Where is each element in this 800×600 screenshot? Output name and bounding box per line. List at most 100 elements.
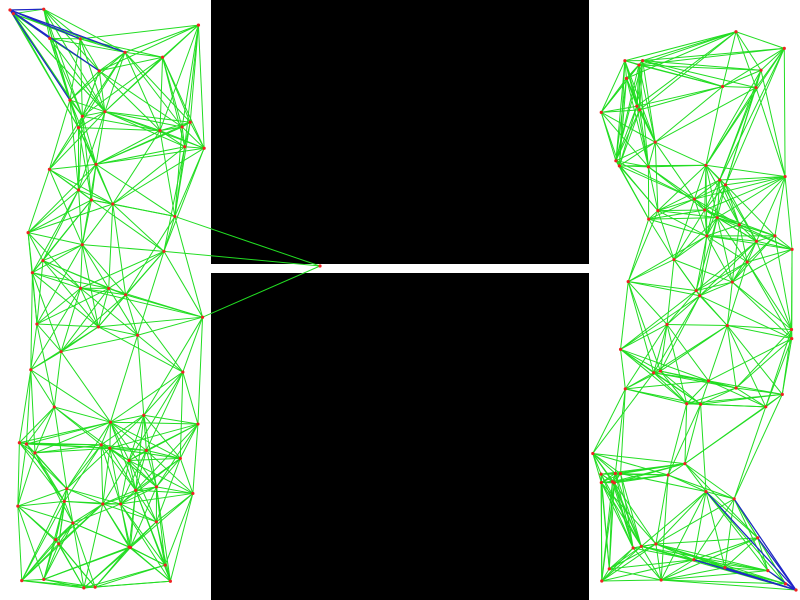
roadmap-edge	[642, 47, 785, 62]
roadmap-edge	[79, 38, 106, 112]
roadmap-edge	[17, 506, 23, 581]
roadmap-edge	[699, 281, 733, 297]
roadmap-edge	[27, 232, 44, 261]
roadmap-edge	[156, 458, 181, 488]
roadmap-edge	[592, 372, 655, 454]
roadmap-edge	[49, 37, 126, 53]
roadmap-edge	[654, 141, 707, 166]
roadmap-edge	[725, 176, 786, 186]
roadmap-edge	[716, 176, 786, 219]
roadmap-node	[782, 46, 786, 50]
roadmap-edge	[627, 259, 675, 283]
roadmap-edge	[128, 490, 137, 548]
roadmap-node	[623, 59, 627, 63]
roadmap-node	[54, 538, 58, 542]
roadmap-edge	[600, 482, 634, 549]
roadmap-edge	[699, 217, 718, 296]
roadmap-edge	[120, 503, 171, 582]
roadmap-edge	[642, 60, 757, 89]
roadmap-node	[692, 558, 696, 562]
start-fan-edge	[9, 9, 126, 53]
roadmap-node	[76, 188, 81, 192]
roadmap-node	[163, 563, 167, 567]
roadmap-node	[35, 322, 39, 326]
roadmap-node	[24, 442, 28, 446]
roadmap-edge	[684, 406, 767, 465]
roadmap-edge	[155, 486, 171, 582]
roadmap-node	[93, 585, 97, 589]
roadmap-node	[123, 50, 127, 54]
roadmap-node	[723, 566, 727, 570]
roadmap-node	[698, 402, 703, 406]
roadmap-edge	[27, 163, 97, 233]
roadmap-node	[118, 502, 123, 506]
roadmap-edge	[135, 489, 193, 494]
roadmap-edge	[163, 146, 186, 252]
roadmap-edge	[592, 453, 602, 475]
roadmap-node	[94, 162, 98, 166]
roadmap-edge	[72, 522, 96, 588]
roadmap-node	[646, 165, 651, 169]
roadmap-edge	[726, 325, 783, 395]
roadmap-edge	[124, 52, 183, 128]
roadmap-edge	[615, 160, 659, 211]
roadmap-edge	[66, 447, 111, 490]
roadmap-node	[683, 462, 687, 466]
goal-fan-edge	[693, 559, 797, 591]
roadmap-edge	[695, 235, 708, 291]
roadmap-edge	[722, 69, 762, 87]
roadmap-edge	[81, 244, 110, 289]
roadmap-edge	[722, 31, 737, 87]
roadmap-edge	[109, 423, 199, 449]
roadmap-edge	[673, 209, 706, 260]
roadmap-node	[783, 582, 788, 586]
roadmap-node	[773, 234, 777, 238]
roadmap-node	[631, 546, 635, 550]
obstacle-top	[211, 0, 589, 264]
roadmap-edge	[627, 218, 650, 282]
roadmap-edge	[783, 48, 786, 177]
roadmap-node	[42, 577, 46, 581]
roadmap-edge	[156, 486, 193, 494]
roadmap-edge	[592, 453, 615, 484]
roadmap-edge	[49, 168, 92, 201]
roadmap-edge	[705, 165, 708, 236]
roadmap-edge	[128, 423, 199, 461]
roadmap-edge	[30, 351, 62, 371]
roadmap-edge	[137, 334, 184, 373]
roadmap-node	[162, 249, 166, 253]
roadmap-edge	[706, 235, 748, 263]
roadmap-edge	[17, 443, 27, 507]
roadmap-node	[82, 586, 86, 590]
roadmap-edge	[620, 388, 626, 474]
roadmap-edge	[632, 547, 662, 581]
roadmap-node	[790, 336, 794, 341]
roadmap-edge	[98, 70, 183, 128]
roadmap-edge	[620, 473, 642, 547]
roadmap-node	[107, 286, 111, 291]
roadmap-edge	[693, 165, 707, 200]
roadmap-edge	[78, 189, 83, 245]
roadmap-edge	[601, 481, 613, 582]
roadmap-edge	[592, 452, 669, 476]
roadmap-edge	[95, 164, 114, 205]
roadmap-edge	[36, 287, 109, 325]
roadmap-node	[33, 451, 37, 455]
roadmap-edge	[624, 60, 656, 143]
roadmap-edge	[104, 111, 191, 123]
roadmap-edge	[49, 168, 114, 205]
roadmap-node	[62, 499, 66, 503]
roadmap-edge	[110, 421, 198, 425]
roadmap-edge	[179, 458, 194, 494]
roadmap-edge	[30, 272, 33, 370]
roadmap-edge	[706, 184, 727, 237]
roadmap-edge	[64, 500, 121, 505]
roadmap-node	[188, 120, 192, 124]
roadmap-edge	[738, 176, 786, 226]
roadmap-edge	[69, 51, 126, 101]
roadmap-node	[11, 12, 15, 16]
roadmap-node	[607, 567, 611, 571]
roadmap-edge	[666, 295, 701, 325]
roadmap-edge	[112, 203, 165, 252]
roadmap-edge	[108, 250, 165, 289]
